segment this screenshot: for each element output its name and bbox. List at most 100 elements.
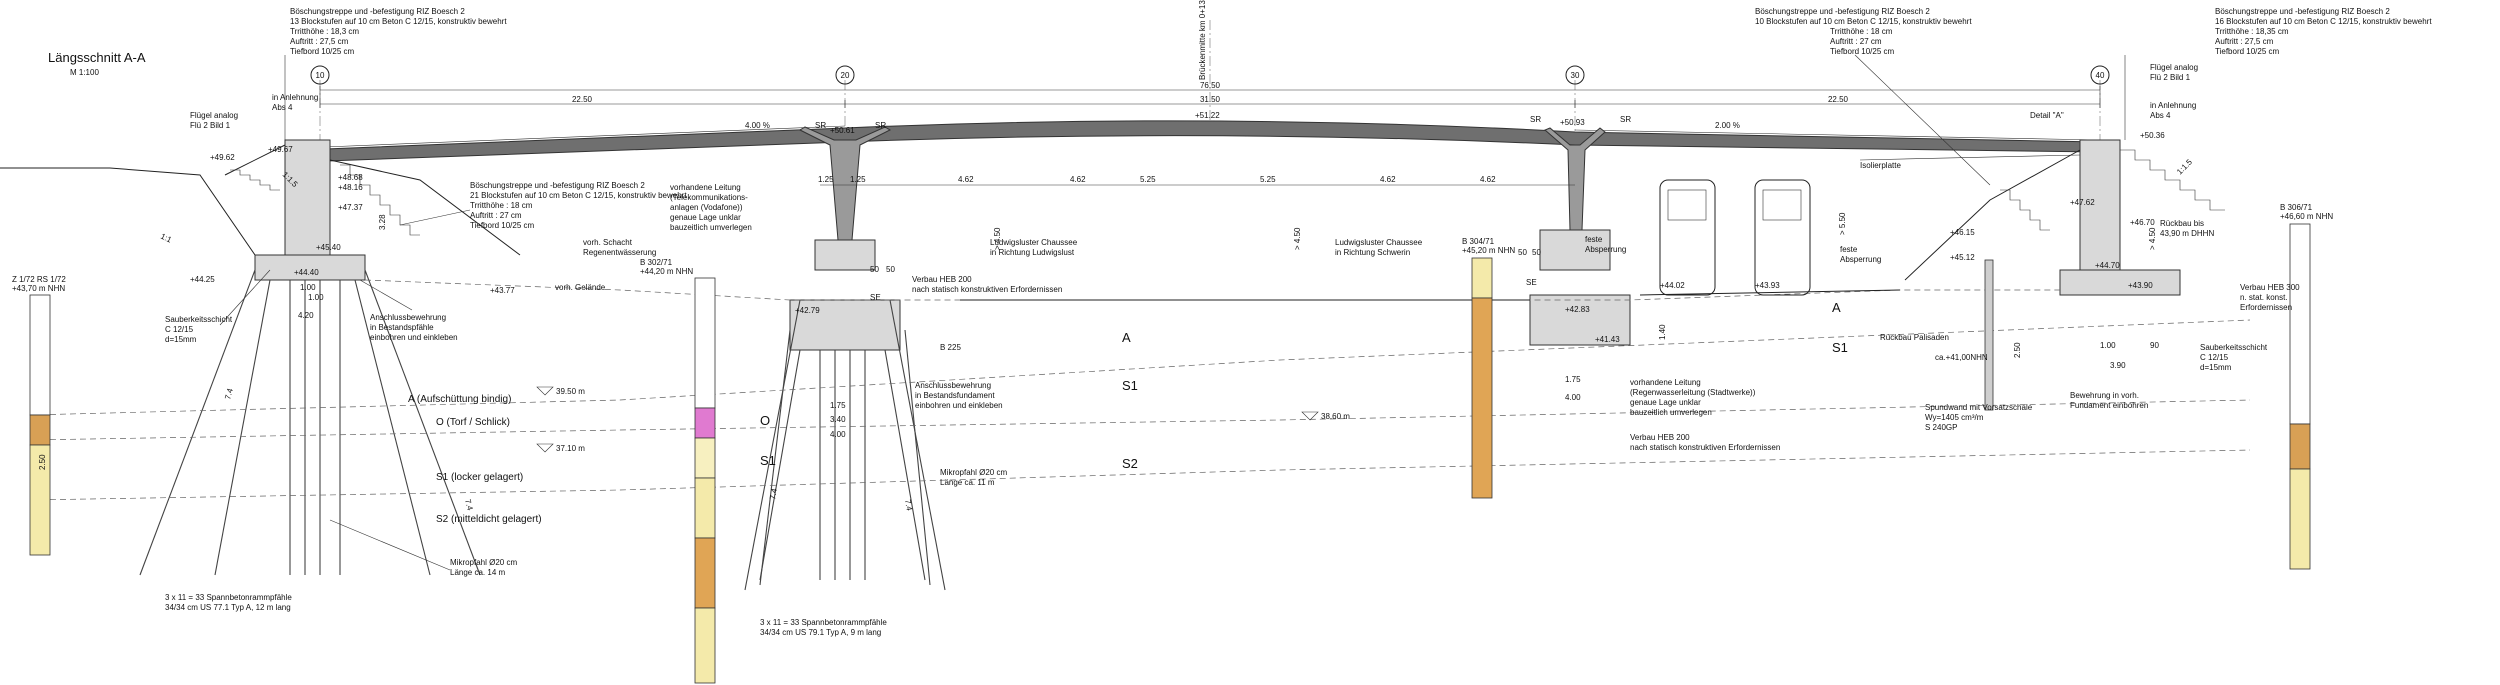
layer-label-S2: S2 (mitteldicht gelagert) — [436, 514, 542, 525]
svg-text:Trritthöhe : 18,3 cm: Trritthöhe : 18,3 cm — [290, 27, 359, 36]
pier-30 — [1529, 127, 1631, 346]
dim-d6: 5.25 — [1260, 175, 1276, 184]
dim-span-mid: 31.50 — [1200, 95, 1221, 104]
note-detail-a: Detail "A" — [2030, 111, 2064, 120]
layer-label-S1-mid2: S1 — [1122, 378, 1138, 393]
layer-label-S1-right: S1 — [1832, 340, 1848, 355]
svg-text:anlagen (Vodafone)): anlagen (Vodafone)) — [670, 203, 743, 212]
sr-label-1: SR — [815, 121, 826, 130]
existing-ground-left — [0, 167, 256, 256]
svg-text:21 Blockstufen auf 10 cm Beton: 21 Blockstufen auf 10 cm Beton C 12/15, … — [470, 191, 687, 200]
elev-4: +48.16 — [338, 183, 363, 192]
note-existing-ground: vorh. Gelände — [555, 283, 606, 292]
dim-total: 76.50 — [1200, 81, 1221, 90]
svg-text:3 x 11 = 33 Spannbetonrammpfäh: 3 x 11 = 33 Spannbetonrammpfähle — [760, 618, 887, 627]
svg-text:Mikropfahl Ø20 cm: Mikropfahl Ø20 cm — [450, 558, 517, 567]
elev-6: +45.40 — [316, 243, 341, 252]
note-barrier-1: feste Absperrung — [1585, 235, 1626, 254]
leader-lines — [219, 54, 2126, 571]
svg-text:in Bestandsfundament: in Bestandsfundament — [915, 391, 995, 400]
svg-text:Regenentwässerung: Regenentwässerung — [583, 248, 656, 257]
svg-text:Tiefbord 10/25 cm: Tiefbord 10/25 cm — [1830, 47, 1895, 56]
slope-left: 4.00 % — [745, 121, 770, 130]
svg-text:Ludwigsluster Chaussee: Ludwigsluster Chaussee — [990, 238, 1078, 247]
small-dim-21: 7.4 — [223, 387, 235, 401]
small-dim-1: 1.00 — [308, 293, 324, 302]
axis-label-40: 40 — [2096, 71, 2105, 80]
small-dim-13: 50 — [1518, 248, 1527, 257]
note-stairs-left-top: Böschungstreppe und -befestigung RIZ Boe… — [290, 7, 507, 56]
svg-text:vorhandene Leitung: vorhandene Leitung — [1630, 378, 1701, 387]
svg-text:bauzeitlich umverlegen: bauzeitlich umverlegen — [1630, 408, 1712, 417]
small-dim-10: 90 — [2150, 341, 2159, 350]
right-abutment — [1904, 139, 2225, 296]
layer-label-S1: S1 (locker gelagert) — [436, 472, 523, 483]
svg-text:Anschlussbewehrung: Anschlussbewehrung — [915, 381, 991, 390]
note-micropile-mid: Mikropfahl Ø20 cm Länge ca. 11 m — [940, 468, 1007, 487]
svg-text:Erfordernissen: Erfordernissen — [2240, 303, 2292, 312]
axis-label-10: 10 — [316, 71, 325, 80]
bridge-deck — [299, 120, 2101, 163]
elev-19: +45.12 — [1950, 253, 1975, 262]
sheet-pile-wall — [1984, 259, 1994, 411]
small-dim-3: 1.75 — [830, 401, 846, 410]
note-anchor-left: Anschlussbewehrung in Bestandspfähle ein… — [370, 313, 458, 342]
borehole-2: B 302/71 +44,20 m NHN — [640, 258, 716, 684]
svg-text:Trritthöhe : 18 cm: Trritthöhe : 18 cm — [470, 201, 533, 210]
elev-13: +50.93 — [1560, 118, 1585, 127]
svg-text:n. stat. konst.: n. stat. konst. — [2240, 293, 2288, 302]
svg-text:Böschungstreppe und -befestigu: Böschungstreppe und -befestigung RIZ Boe… — [290, 7, 465, 16]
note-shaft: vorh. Schacht Regenentwässerung — [583, 238, 656, 257]
small-dim-17: > 5.50 — [1838, 212, 1847, 235]
small-dim-9: 3.90 — [2110, 361, 2126, 370]
svg-text:Tiefbord 10/25 cm: Tiefbord 10/25 cm — [2215, 47, 2280, 56]
svg-text:Auftritt : 27,5 cm: Auftritt : 27,5 cm — [290, 37, 349, 46]
svg-text:feste: feste — [1585, 235, 1603, 244]
note-piles-mid: 3 x 11 = 33 Spannbetonrammpfähle 34/34 c… — [760, 618, 887, 637]
axis-marker-10 — [310, 65, 330, 85]
elev-11: +51.22 — [1195, 111, 1220, 120]
elev-2: +49.67 — [268, 145, 293, 154]
note-micropile-left: Mikropfahl Ø20 cm Länge ca. 14 m — [450, 558, 517, 577]
svg-text:genaue Lage unklar: genaue Lage unklar — [1630, 398, 1701, 407]
small-dim-7: 4.00 — [1565, 393, 1581, 402]
svg-text:nach statisch konstruktiven Er: nach statisch konstruktiven Erforderniss… — [912, 285, 1062, 294]
svg-text:C 12/15: C 12/15 — [165, 325, 194, 334]
layer-label-A-right: A — [1832, 300, 1841, 315]
svg-text:Anschlussbewehrung: Anschlussbewehrung — [370, 313, 446, 322]
note-demolish: Rückbau bis 43,90 m DHHN — [2160, 219, 2214, 238]
left-abutment — [224, 139, 521, 281]
elev-24: +46.70 — [2130, 218, 2155, 227]
layer-label-S1-mid: S1 — [760, 453, 776, 468]
left-piles — [139, 269, 481, 576]
small-dim-6: 1.75 — [1565, 375, 1581, 384]
layer-label-O: O (Torf / Schlick) — [436, 417, 510, 428]
svg-text:Sauberkeitsschicht: Sauberkeitsschicht — [165, 315, 233, 324]
axis-label-30: 30 — [1571, 71, 1580, 80]
svg-text:(Telekommunikations-: (Telekommunikations- — [670, 193, 748, 202]
borehole-1: Z 1/72 RS 1/72 +43,70 m NHN — [12, 275, 66, 556]
layer-label-A: A (Aufschüttung bindig) — [408, 394, 511, 405]
small-dim-5: 4.00 — [830, 430, 846, 439]
svg-text:Tiefbord 10/25 cm: Tiefbord 10/25 cm — [290, 47, 355, 56]
svg-text:Auftritt : 27 cm: Auftritt : 27 cm — [1830, 37, 1882, 46]
sr-label-2: SR — [875, 121, 886, 130]
small-dim-34: 2.50 — [2013, 342, 2022, 358]
sr-label-3: SR — [1530, 115, 1541, 124]
svg-text:Sauberkeitsschicht: Sauberkeitsschicht — [2200, 343, 2268, 352]
elev-12: +42.79 — [795, 306, 820, 315]
svg-text:Länge ca. 11 m: Länge ca. 11 m — [940, 478, 995, 487]
water-levels: 39.50 m 37.10 m 38.60 m — [536, 386, 1350, 453]
dim-d2: 1.25 — [850, 175, 866, 184]
svg-text:Verbau HEB 200: Verbau HEB 200 — [1630, 433, 1690, 442]
layer-label-A-mid: A — [1122, 330, 1131, 345]
note-sheetpile: Spundwand mit Vorsatzschale Wy=1405 cm³/… — [1925, 403, 2033, 432]
note-blinding-left: Sauberkeitsschicht C 12/15 d=15mm — [165, 315, 233, 344]
svg-text:34/34 cm US 77.1 Typ A, 12 m l: 34/34 cm US 77.1 Typ A, 12 m lang — [165, 603, 291, 612]
elev-17: +43.93 — [1755, 281, 1780, 290]
svg-text:Absperrung: Absperrung — [1585, 245, 1626, 254]
small-dim-19: 1.00 — [300, 283, 316, 292]
axis-marker-20 — [835, 65, 855, 85]
note-piles-left: 3 x 11 = 33 Spannbetonrammpfähle 34/34 c… — [165, 593, 292, 612]
elev-8: +44.25 — [190, 275, 215, 284]
